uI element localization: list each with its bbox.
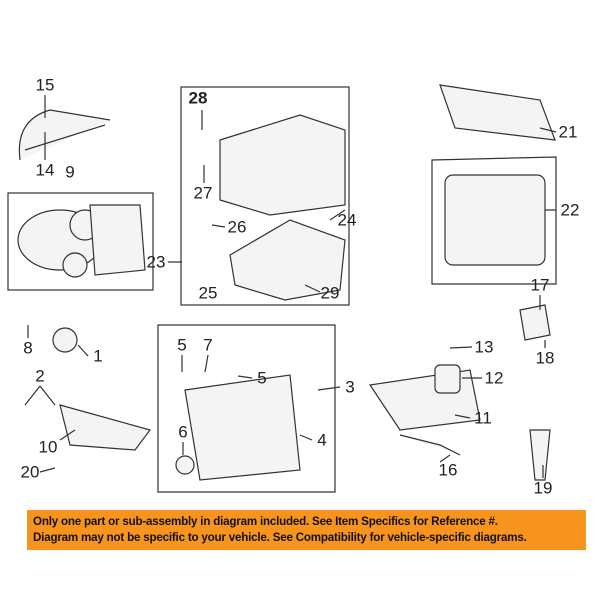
valve-cover-gasket xyxy=(444,174,546,266)
callout-7: 7 xyxy=(203,335,213,355)
oil-filter xyxy=(434,364,461,394)
callout-6: 6 xyxy=(178,422,188,442)
callout-23: 23 xyxy=(146,252,166,272)
callout-14: 14 xyxy=(35,160,55,180)
oil-pump xyxy=(519,304,551,341)
callout-3: 3 xyxy=(345,377,355,397)
callout-27: 27 xyxy=(193,183,213,203)
callout-4: 4 xyxy=(317,430,327,450)
valve-cover xyxy=(439,84,556,141)
front-cover-box xyxy=(157,324,336,493)
callout-24: 24 xyxy=(337,210,357,230)
windage-tray xyxy=(368,369,481,431)
callout-8: 8 xyxy=(23,338,33,358)
disclaimer-banner: Only one part or sub-assembly in diagram… xyxy=(27,510,586,550)
callout-10: 10 xyxy=(38,437,58,457)
sprocket-2 xyxy=(62,252,88,278)
oil-pan-upper xyxy=(229,219,346,301)
callout-2: 2 xyxy=(35,366,45,386)
valve-cover-gasket-box xyxy=(431,156,557,285)
pickup-tube xyxy=(399,434,461,456)
callout-19: 19 xyxy=(533,478,553,498)
callout-11: 11 xyxy=(474,408,492,428)
callout-16: 16 xyxy=(438,460,458,480)
callout-9: 9 xyxy=(65,162,75,182)
front-cover xyxy=(184,374,301,481)
adapter xyxy=(529,429,551,481)
callout-28: 28 xyxy=(188,88,208,108)
callout-25: 25 xyxy=(198,283,218,303)
callout-21: 21 xyxy=(558,122,578,142)
callout-13: 13 xyxy=(474,337,494,357)
disclaimer-line-2: Diagram may not be specific to your vehi… xyxy=(33,531,527,544)
leader-lines xyxy=(24,95,557,478)
callout-5: 5 xyxy=(177,335,187,355)
crank-damper xyxy=(52,327,78,353)
parts xyxy=(17,84,556,481)
seal xyxy=(175,455,195,475)
callout-15: 15 xyxy=(35,75,55,95)
callout-5-second: 5 xyxy=(257,368,267,388)
timing-cover xyxy=(89,204,146,276)
oil-pan xyxy=(59,404,152,451)
callout-18: 18 xyxy=(535,348,555,368)
callout-17: 17 xyxy=(530,275,550,295)
engine-block-box xyxy=(180,86,350,306)
dipstick-tube xyxy=(18,109,111,161)
disclaimer-line-1: Only one part or sub-assembly in diagram… xyxy=(33,515,498,528)
callout-29: 29 xyxy=(320,283,340,303)
callout-1: 1 xyxy=(93,346,103,366)
engine-block xyxy=(219,114,346,216)
callout-12: 12 xyxy=(484,368,504,388)
callout-22: 22 xyxy=(560,200,580,220)
group-boxes xyxy=(7,86,557,493)
callout-26: 26 xyxy=(227,217,247,237)
callout-20: 20 xyxy=(20,462,40,482)
timing-belt-box xyxy=(7,192,154,291)
dipstick xyxy=(24,124,106,151)
